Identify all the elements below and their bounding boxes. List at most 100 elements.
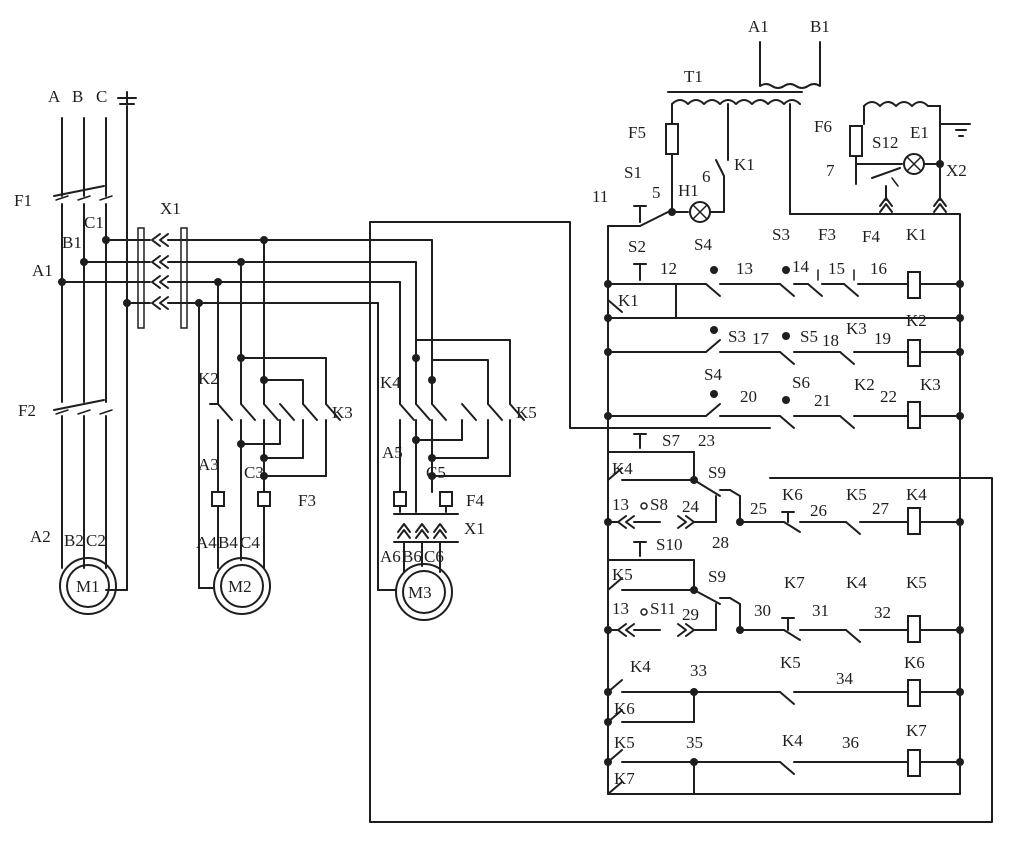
label-a1top: A1: [748, 17, 769, 36]
label-k5d: K5: [780, 653, 801, 672]
label-k1a: K1: [734, 155, 755, 174]
label-b6: B6: [402, 547, 422, 566]
switch-s4-row3: [705, 390, 721, 417]
switch-f1: [53, 185, 113, 213]
label-m3: M3: [408, 583, 432, 602]
label-m1: M1: [76, 577, 100, 596]
switch-s9-row4: [693, 479, 731, 497]
label-x2: X2: [946, 161, 967, 180]
contactor-k4-k5: [399, 403, 525, 421]
label-s4b: S4: [704, 365, 722, 384]
label-a4: A4: [196, 533, 217, 552]
switch-s9-row5: [693, 589, 731, 605]
label-k4d: K4: [630, 657, 651, 676]
motor-m1: [59, 557, 117, 615]
switch-s3-row1: [779, 266, 795, 297]
label-k2b: K2: [854, 375, 875, 394]
label-n6: 6: [702, 167, 711, 186]
label-n7: 7: [826, 161, 835, 180]
label-c6: C6: [424, 547, 444, 566]
label-f4b: F4: [862, 227, 880, 246]
label-k3: K3: [332, 403, 353, 422]
fuse-f5: [665, 123, 679, 155]
coil-k2: [907, 339, 921, 367]
label-a1: A1: [32, 261, 53, 280]
label-s7: S7: [662, 431, 680, 450]
label-n35: 35: [686, 733, 703, 752]
label-k4c: K4: [846, 573, 867, 592]
label-k4: K4: [380, 373, 401, 392]
label-s9a: S9: [708, 463, 726, 482]
label-n15: 15: [828, 259, 845, 278]
switch-s10: [607, 541, 695, 561]
label-b4: B4: [218, 533, 238, 552]
label-c2: C2: [86, 531, 106, 550]
label-c3: C3: [244, 463, 264, 482]
coil-k4: [907, 507, 921, 535]
label-c4: C4: [240, 533, 260, 552]
label-k5a: K5: [846, 485, 867, 504]
label-k7b: K7: [906, 721, 927, 740]
label-t1: T1: [684, 67, 703, 86]
label-n17: 17: [752, 329, 770, 348]
label-n14: 14: [792, 257, 810, 276]
label-s6: S6: [792, 373, 810, 392]
label-k2: K2: [198, 369, 219, 388]
switch-s6: [779, 396, 795, 429]
label-n16: 16: [870, 259, 887, 278]
coil-k1: [907, 271, 921, 299]
coil-k7: [907, 749, 921, 777]
switch-s5: [779, 332, 795, 365]
label-s4a: S4: [694, 235, 712, 254]
switch-s7: [607, 433, 695, 453]
label-k5b: K5: [612, 565, 633, 584]
ground-icon: [951, 123, 971, 137]
label-n33: 33: [690, 661, 707, 680]
switch-s2: [633, 263, 661, 285]
label-n22: 22: [880, 387, 897, 406]
label-n13: 13: [736, 259, 753, 278]
label-a2: A2: [30, 527, 51, 546]
label-k6c: K6: [614, 699, 635, 718]
fuse-f6: [849, 125, 863, 157]
label-k3b: K3: [920, 375, 941, 394]
label-n13b: 13: [612, 495, 629, 514]
label-n24: 24: [682, 497, 700, 516]
label-x1: X1: [160, 199, 181, 218]
label-n31: 31: [812, 601, 829, 620]
label-k4b: K4: [906, 485, 927, 504]
ground-icon: [117, 91, 137, 105]
label-n28: 28: [712, 533, 729, 552]
thermal-f3-contact: [807, 269, 823, 297]
label-n19: 19: [874, 329, 891, 348]
label-k3a: K3: [846, 319, 867, 338]
label-k2a: K2: [906, 311, 927, 330]
label-k5: K5: [516, 403, 537, 422]
label-s1: S1: [624, 163, 642, 182]
label-s2: S2: [628, 237, 646, 256]
label-s5: S5: [800, 327, 818, 346]
label-n11: 11: [592, 187, 608, 206]
label-s9b: S9: [708, 567, 726, 586]
label-a6: A6: [380, 547, 401, 566]
label-k6b: K6: [904, 653, 925, 672]
label-f3b: F3: [818, 225, 836, 244]
label-k5e: K5: [614, 733, 635, 752]
label-n12: 12: [660, 259, 677, 278]
label-n26: 26: [810, 501, 827, 520]
label-n18: 18: [822, 331, 839, 350]
label-k5c: K5: [906, 573, 927, 592]
label-f1: F1: [14, 191, 32, 210]
label-b1top: B1: [810, 17, 830, 36]
switch-k7-row5: [781, 617, 801, 641]
switch-s3-row2: [705, 326, 721, 353]
label-s8: S8: [650, 495, 668, 514]
thermal-relay-f3: [211, 491, 271, 507]
label-b: B: [72, 87, 83, 106]
coil-k5: [907, 615, 921, 643]
label-n25: 25: [750, 499, 767, 518]
label-a5: A5: [382, 443, 403, 462]
label-k1c: K1: [618, 291, 639, 310]
